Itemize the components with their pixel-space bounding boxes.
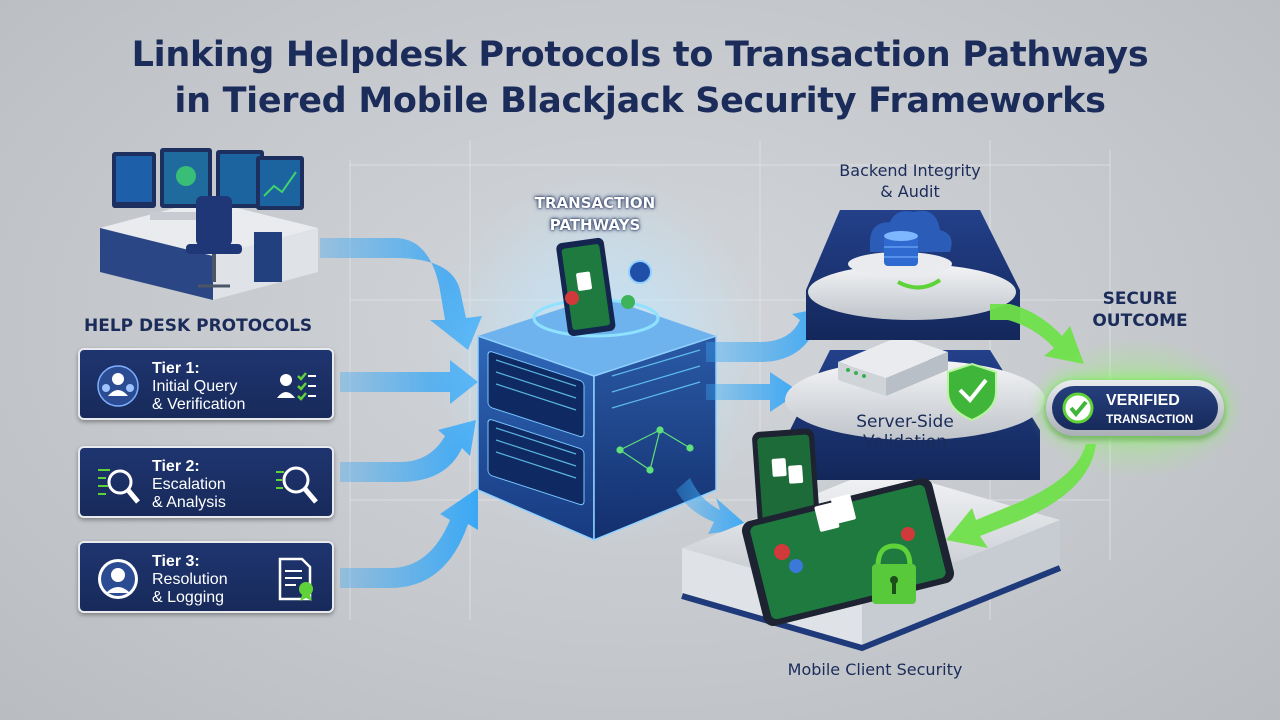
badge-line-2: TRANSACTION (1106, 412, 1194, 426)
server-label-line-2: Validation (863, 432, 947, 452)
tier-3-line-1: Resolution (152, 571, 228, 588)
badge-line-1: VERIFIED (1106, 392, 1180, 409)
tier-3-title: Tier 3: (152, 553, 200, 570)
magnifier-code-icon (98, 469, 140, 504)
backend-label-line-1: Backend Integrity (839, 161, 981, 180)
transaction-label-line-2: PATHWAYS (549, 216, 641, 234)
tier-1-line-1: Initial Query (152, 378, 238, 395)
badge-inner: VERIFIED TRANSACTION (1052, 386, 1218, 430)
tier-2-line-2: & Analysis (152, 494, 226, 511)
mobile-client-security-label: Mobile Client Security (787, 660, 963, 679)
help-desk-label: HELP DESK PROTOCOLS (84, 316, 313, 336)
security-tier-stack (681, 210, 1062, 652)
tier-3-card: Tier 3: Resolution & Logging (78, 541, 334, 613)
server-validation-label: Server-Side Validation (830, 412, 980, 452)
check-circle-icon (1062, 392, 1094, 424)
server-label-line-1: Server-Side (856, 412, 954, 432)
page-title: Linking Helpdesk Protocols to Transactio… (0, 32, 1280, 124)
backend-label-line-2: & Audit (880, 182, 940, 201)
agent-avatar-icon (98, 559, 138, 599)
tier-1-title: Tier 1: (152, 360, 200, 377)
transaction-pathways-label: TRANSACTION PATHWAYS (505, 192, 685, 236)
tier-1-card: Tier 1: Initial Query & Verification (78, 348, 334, 420)
tier-1-line-2: & Verification (152, 396, 246, 413)
title-line-2: in Tiered Mobile Blackjack Security Fram… (174, 81, 1106, 121)
backend-integrity-label: Backend Integrity & Audit (800, 160, 1020, 202)
cube-to-stack-arrows (676, 306, 832, 534)
title-line-1: Linking Helpdesk Protocols to Transactio… (131, 35, 1149, 75)
document-certificate-icon (278, 557, 313, 601)
checklist-icon (277, 372, 316, 401)
search-icon (276, 466, 318, 504)
users-support-icon (97, 365, 139, 407)
outcome-label-line-2: OUTCOME (1092, 311, 1188, 331)
secure-outcome-arrows (946, 304, 1096, 548)
outcome-label-line-1: SECURE (1102, 289, 1178, 309)
tier-2-title: Tier 2: (152, 458, 200, 475)
helpdesk-workstation-illustration (100, 148, 318, 300)
tier-2-card: Tier 2: Escalation & Analysis (78, 446, 334, 518)
tier-2-line-1: Escalation (152, 476, 226, 493)
transaction-label-line-1: TRANSACTION (534, 194, 656, 212)
tier-3-line-2: & Logging (152, 589, 225, 606)
transaction-cube (477, 237, 717, 542)
secure-outcome-label: SECURE OUTCOME (1070, 288, 1210, 332)
verified-transaction-badge: VERIFIED TRANSACTION (1046, 380, 1224, 436)
